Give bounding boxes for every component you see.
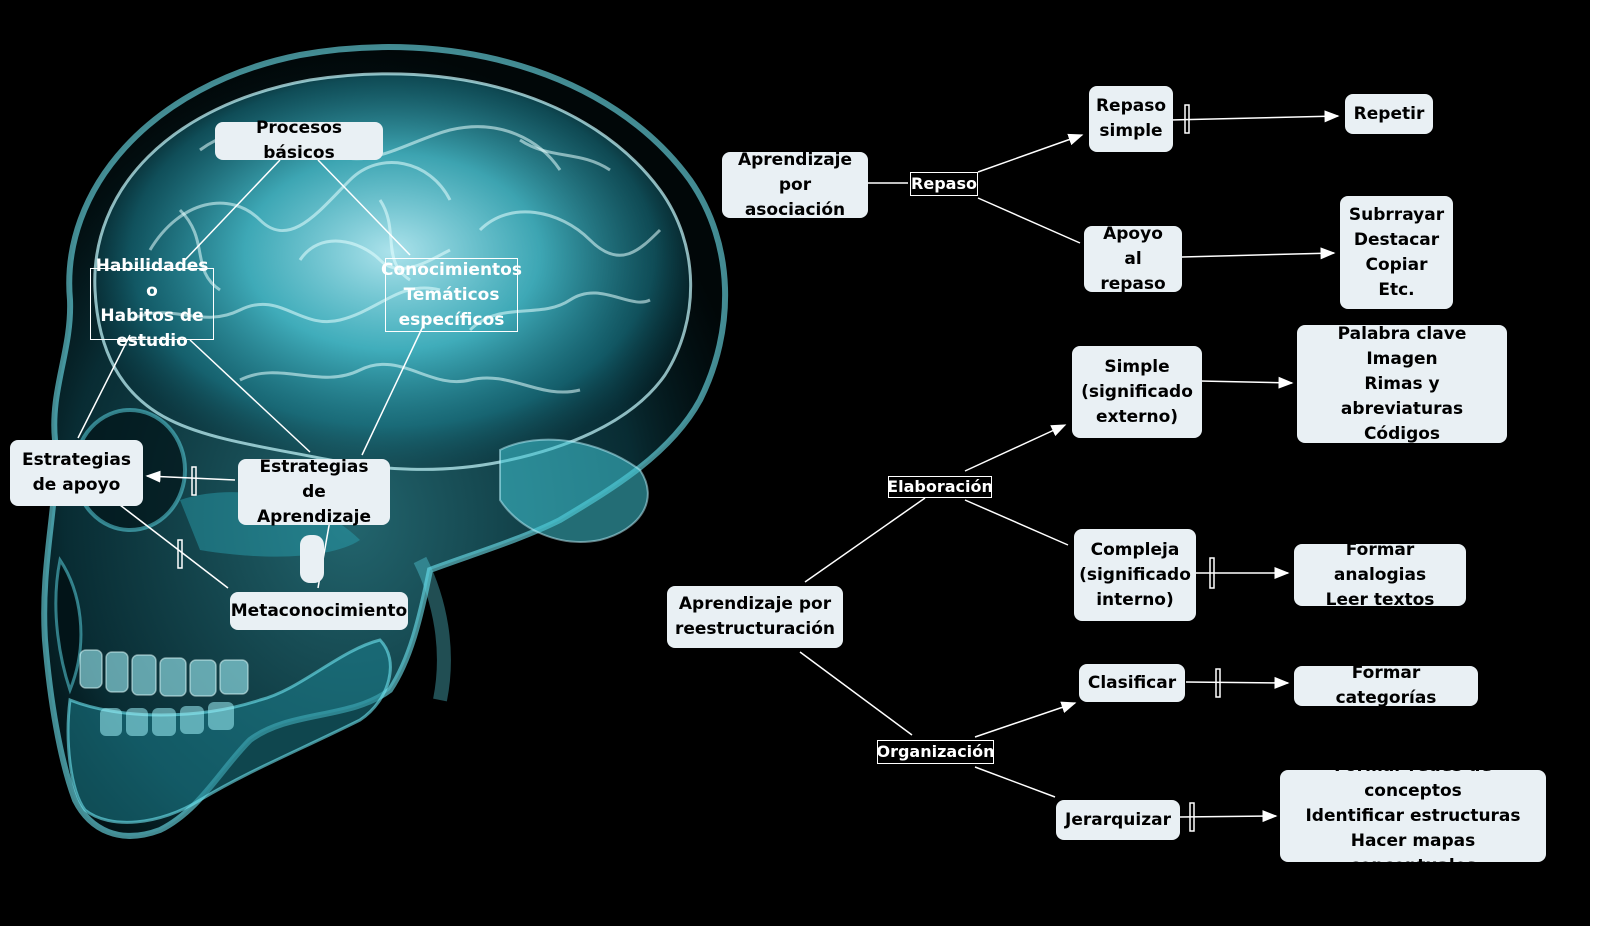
link-repaso-apoyo <box>977 197 1081 244</box>
link-organizacion-clasificar-arrow <box>974 701 1077 738</box>
link-reestructuracion-organizacion <box>799 651 913 736</box>
tag-organizacion: Organización <box>876 740 995 764</box>
node-conocimientos-tematicos: Conocimientos Temáticos específicos <box>381 258 522 332</box>
tick-jerarquizar <box>1189 802 1195 832</box>
node-clasificar: Clasificar <box>1079 664 1185 702</box>
node-formar-categorias: Formar categorías <box>1294 663 1478 708</box>
link-apoyo-items-arrow <box>1181 247 1336 260</box>
node-compleja-significado-interno: Compleja (significado interno) <box>1074 529 1196 621</box>
node-aprendizaje-asociacion: Aprendizaje por asociación <box>722 150 868 220</box>
node-habilidades-habitos: Habilidades o Habitos de estudio <box>90 256 214 351</box>
tag-repaso: Repaso <box>910 172 978 196</box>
tick-compleja <box>1209 557 1215 589</box>
node-repaso-simple: Repaso simple <box>1089 86 1173 152</box>
link-clasificar-categorias-arrow <box>1185 676 1290 689</box>
tick-metaconocimiento <box>177 539 183 569</box>
tick-clasificar <box>1215 668 1221 698</box>
node-simple-significado-externo: Simple (significado externo) <box>1072 346 1202 438</box>
link-elaboracion-compleja <box>964 499 1069 546</box>
node-repetir: Repetir <box>1345 94 1433 134</box>
node-estrategias-apoyo: Estrategias de apoyo <box>10 440 143 506</box>
node-aprendizaje-reestructuracion: Aprendizaje por reestructuración <box>667 586 843 648</box>
tick-apoyo <box>191 466 197 496</box>
connector-pill <box>300 535 324 583</box>
link-procesos-conocimientos <box>317 159 411 256</box>
link-jerarquizar-items-arrow <box>1179 810 1278 823</box>
tick-repaso-simple <box>1184 104 1190 134</box>
node-estrategias-aprendizaje: Estrategias de Aprendizaje <box>238 457 390 527</box>
link-aprendizaje-apoyo-arrow <box>145 470 236 483</box>
link-habilidades-estrategias-aprendizaje <box>189 339 311 453</box>
link-repaso-simple-arrow <box>977 133 1084 173</box>
node-procesos-basicos: Procesos básicos <box>215 118 383 163</box>
tag-elaboracion: Elaboración <box>887 476 993 498</box>
node-simple-items: Palabra clave Imagen Rimas y abreviatura… <box>1297 324 1507 444</box>
node-metaconocimiento: Metaconocimiento <box>230 592 408 630</box>
node-jerarquizar: Jerarquizar <box>1056 800 1180 840</box>
node-jerarquizar-items: Formar redes de conceptos Identificar es… <box>1280 756 1546 876</box>
link-apoyo-metaconocimiento <box>119 504 229 589</box>
node-apoyo-repaso: Apoyo al repaso <box>1084 224 1182 294</box>
link-procesos-habilidades <box>184 159 281 261</box>
link-simple-items-arrow <box>1199 376 1294 389</box>
link-conocimientos-estrategias-aprendizaje <box>361 321 426 456</box>
node-apoyo-repaso-items: Subrrayar Destacar Copiar Etc. <box>1340 196 1453 309</box>
link-simple-repetir-arrow <box>1169 110 1340 123</box>
link-elaboracion-simple-arrow <box>964 424 1067 472</box>
link-organizacion-jerarquizar <box>974 766 1056 798</box>
node-compleja-items: Formar analogias Leer textos <box>1294 540 1466 610</box>
link-habilidades-estrategias-apoyo <box>77 334 131 439</box>
link-reestructuracion-elaboracion <box>804 497 926 583</box>
